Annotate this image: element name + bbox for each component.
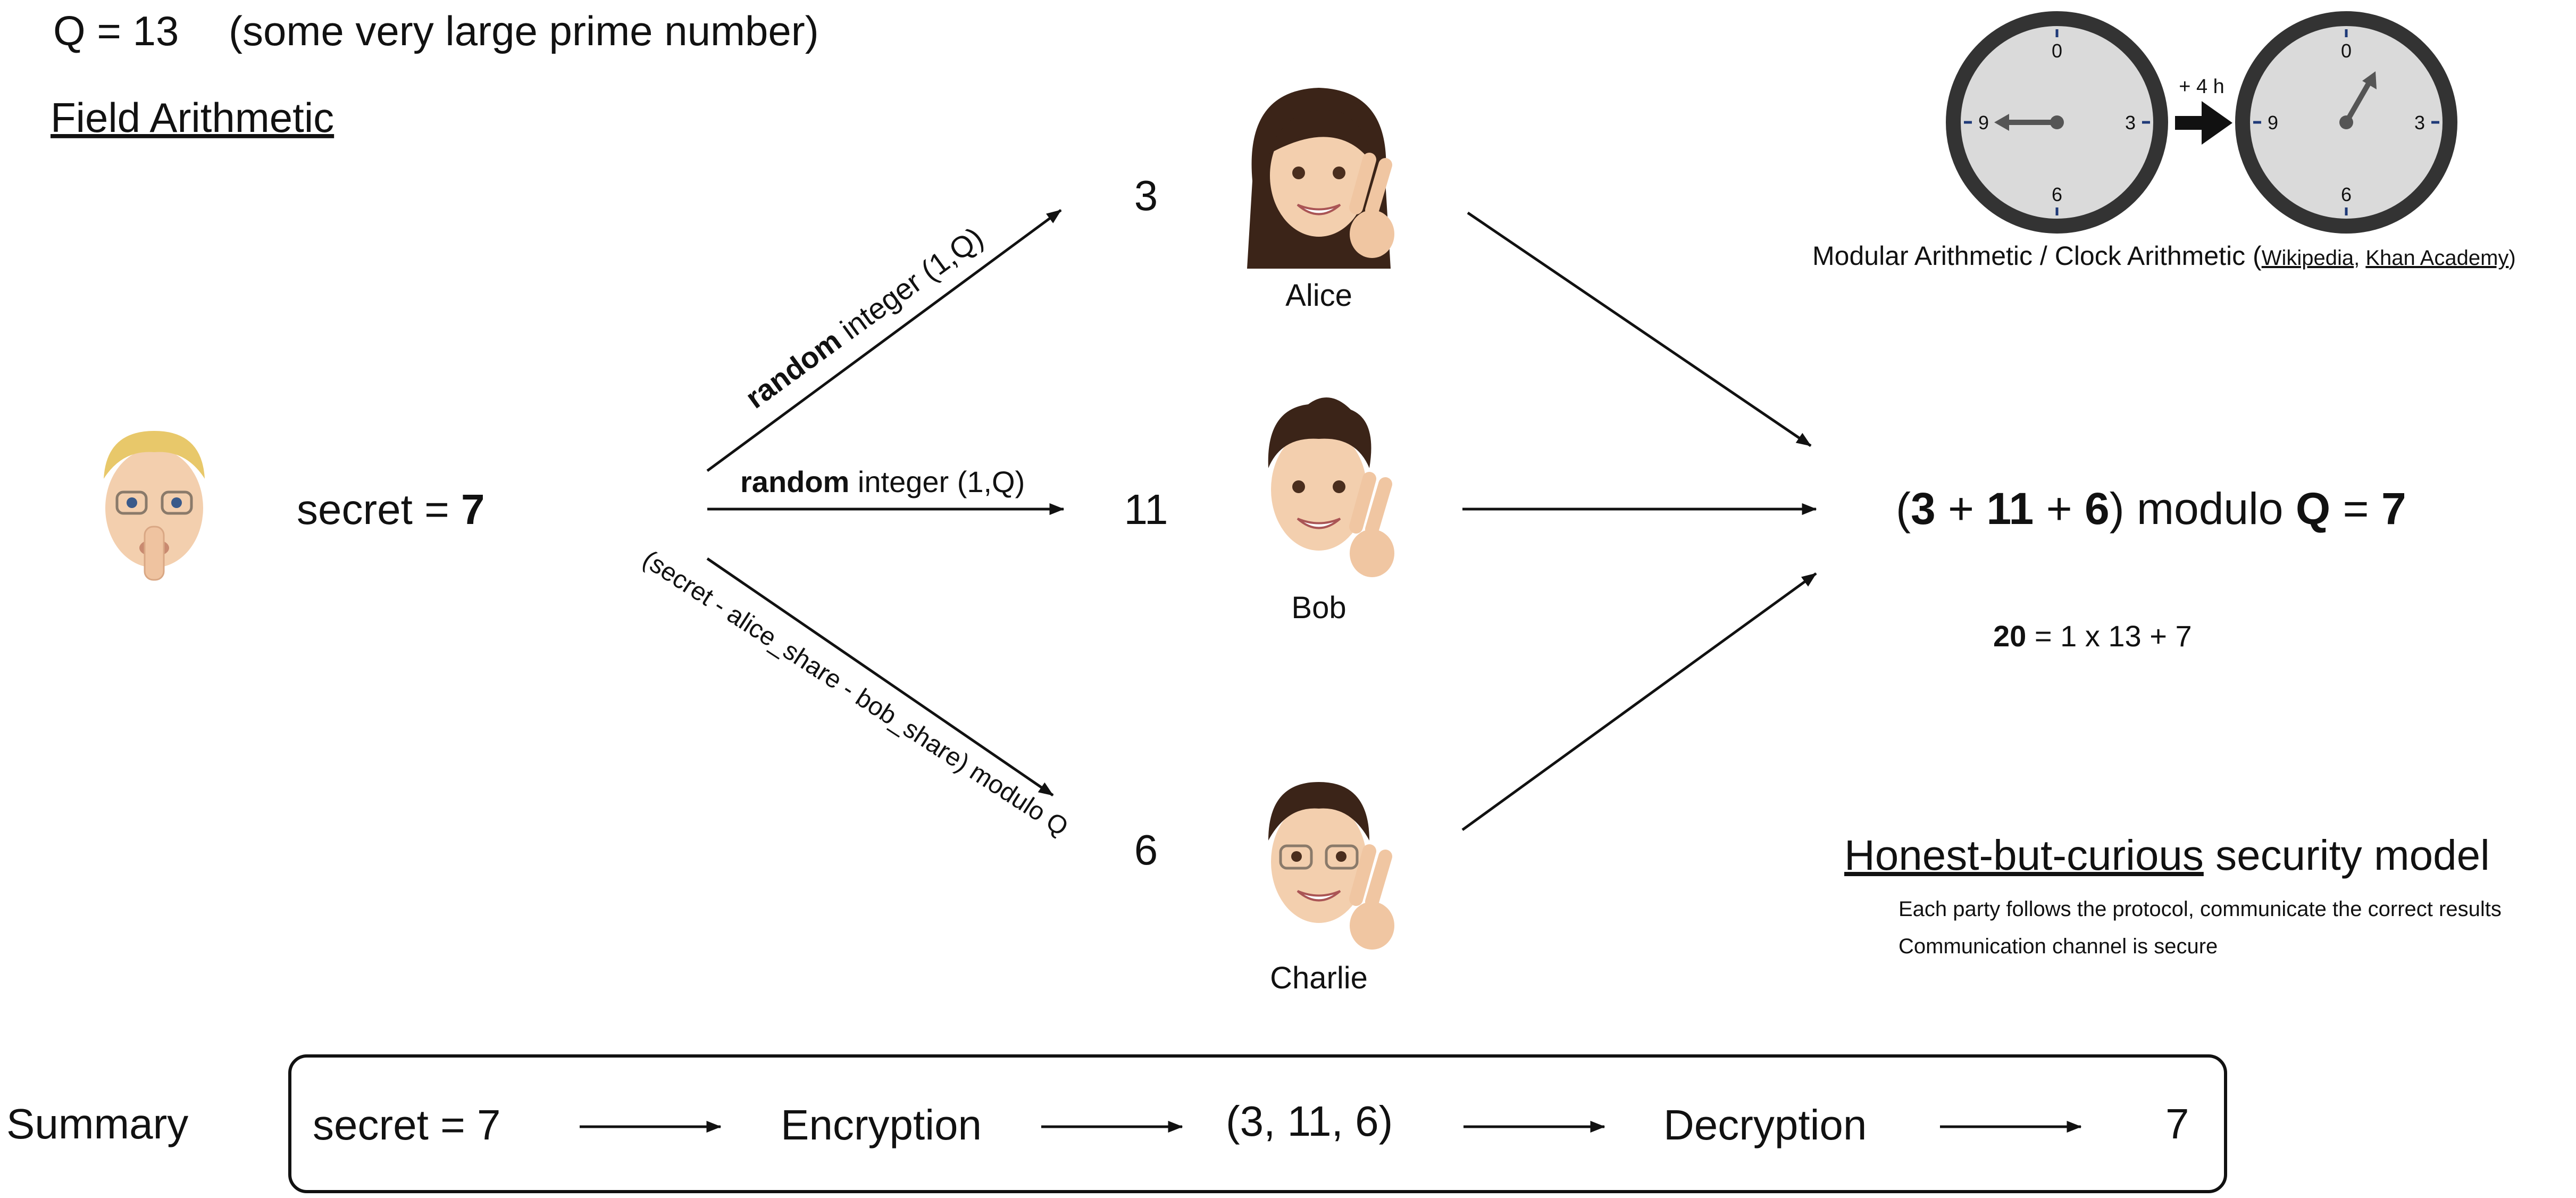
reconstruction-formula: (3 + 11 + 6) modulo Q = 7 bbox=[1896, 484, 2406, 534]
clock-step-arrow bbox=[2175, 101, 2232, 145]
dealer-avatar bbox=[104, 431, 205, 581]
charlie-share: 6 bbox=[1134, 826, 1158, 873]
clock-after: 0 3 6 9 bbox=[2235, 11, 2457, 234]
bob-arrow-label: random integer (1,Q) bbox=[740, 465, 1025, 498]
security-assumption-2: Communication channel is secure bbox=[1898, 935, 2218, 958]
clock1-tick-0: 0 bbox=[2052, 40, 2062, 62]
clock2-tick-9: 9 bbox=[2268, 112, 2278, 134]
summary-encryption: Encryption bbox=[781, 1101, 982, 1149]
clock2-tick-0: 0 bbox=[2341, 40, 2352, 62]
field-arithmetic-title: Field Arithmetic bbox=[51, 94, 334, 141]
bob-name: Bob bbox=[1291, 590, 1346, 625]
arrow-alice-to-result bbox=[1467, 211, 1812, 447]
summary-decryption: Decryption bbox=[1663, 1101, 1867, 1149]
charlie-name: Charlie bbox=[1270, 961, 1368, 995]
clock-step-label: + 4 h bbox=[2179, 76, 2224, 98]
clock1-tick-6: 6 bbox=[2052, 184, 2062, 205]
summary-shares: (3, 11, 6) bbox=[1226, 1097, 1393, 1145]
dealer-secret: secret = 7 bbox=[297, 486, 485, 533]
summary-secret: secret = 7 bbox=[313, 1101, 501, 1149]
arrow-to-alice bbox=[706, 209, 1062, 472]
alice-avatar bbox=[1247, 88, 1394, 269]
clock-before: 0 3 6 9 bbox=[1946, 11, 2168, 234]
clock2-hand bbox=[2344, 82, 2371, 124]
bob-share: 11 bbox=[1124, 486, 1168, 533]
clock2-tick-3: 3 bbox=[2414, 112, 2425, 134]
security-model-title: Honest-but-curious security model bbox=[1844, 831, 2490, 879]
bob-avatar bbox=[1268, 397, 1394, 577]
clock1-tick-3: 3 bbox=[2125, 112, 2136, 134]
security-assumption-1: Each party follows the protocol, communi… bbox=[1898, 897, 2502, 921]
q-definition: Q = 13 bbox=[53, 7, 179, 54]
charlie-arrow-label: (secret - alice_share - bob_share) modul… bbox=[638, 545, 1073, 842]
summary-result: 7 bbox=[2165, 1100, 2189, 1147]
alice-share: 3 bbox=[1134, 172, 1158, 219]
arrow-to-charlie bbox=[706, 557, 1054, 797]
alice-arrow-label: random integer (1,Q) bbox=[739, 220, 989, 415]
alice-name: Alice bbox=[1285, 278, 1352, 313]
wikipedia-link[interactable]: Wikipedia bbox=[2262, 246, 2354, 270]
arrow-charlie-to-result bbox=[1461, 572, 1817, 831]
clock-caption: Modular Arithmetic / Clock Arithmetic (W… bbox=[1812, 241, 2516, 271]
q-note: (some very large prime number) bbox=[229, 7, 819, 54]
clock2-tick-6: 6 bbox=[2341, 184, 2352, 205]
khan-academy-link[interactable]: Khan Academy bbox=[2365, 246, 2508, 270]
summary-box bbox=[288, 1054, 2227, 1193]
summary-label: Summary bbox=[6, 1100, 188, 1147]
charlie-avatar bbox=[1268, 782, 1394, 950]
modulo-check: 20 = 1 x 13 + 7 bbox=[1993, 619, 2192, 653]
clock1-tick-9: 9 bbox=[1978, 112, 1989, 134]
